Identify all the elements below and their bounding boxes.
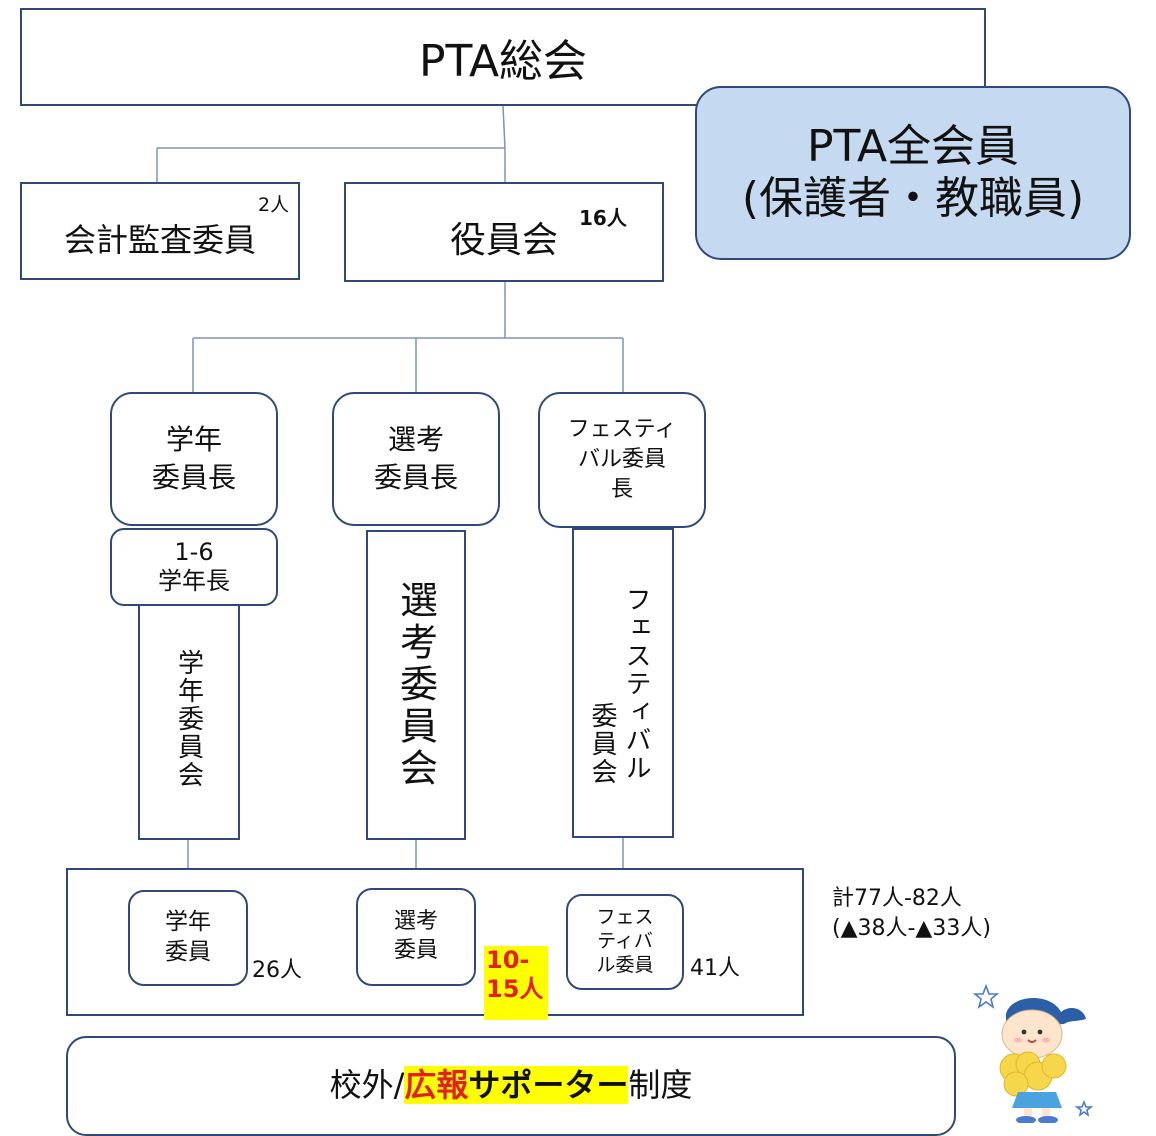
supporter-system-box: 校外/広報サポーター制度 [66,1036,956,1136]
grade-chair-box: 学年 委員長 [110,392,278,526]
grade-members-count: 26人 [252,958,302,983]
selection-chair-line1: 選考 [387,423,444,457]
grade-members-box: 学年 委員 [128,890,248,986]
festival-chair-line1: フェスティ [567,417,677,443]
selection-committee-box: 選考委員会 [366,530,466,840]
grade-chair-line1: 学年 [165,423,222,457]
supporter-pre: 校外/ [329,1066,405,1104]
all-members-line1: PTA全会員 [806,121,1020,173]
star-icon [972,984,1094,1117]
grade-members-line1: 学年 [165,909,211,936]
festival-committee-label-col1: フェスティバル [621,586,651,782]
festival-members-line2: ティバ [597,930,653,953]
all-members-line2: (保護者・教職員) [741,173,1085,224]
audit-committee-count: 2人 [258,194,290,216]
total-count: 計77人-82人 (▲38人-▲33人) [832,884,991,943]
grade-members-line2: 委員 [165,939,211,965]
festival-chair-line3: 長 [610,476,633,502]
audit-committee-box: 会計監査委員 2人 [20,182,300,280]
selection-chair-line2: 委員長 [373,461,458,494]
supporter-highlight-2: サポーター [468,1066,629,1104]
officers-count: 16人 [579,206,627,230]
all-members-box: PTA全会員 (保護者・教職員) [695,86,1131,260]
pta-general-meeting-label: PTA総会 [418,36,588,87]
selection-members-count-line2: 15人 [486,974,544,1003]
grade-leader-line1: 1-6 [174,538,214,567]
supporter-post: 制度 [628,1066,693,1104]
grade-leader-line2: 学年長 [158,567,230,595]
total-count-line1: 計77人-82人 [832,886,962,911]
pompom [999,1051,1067,1097]
festival-committee-box: フェスティバル 委員会 [572,528,674,838]
selection-members-box: 選考 委員 [356,888,476,986]
face [1001,1009,1063,1059]
grade-committee-label: 学年委員会 [173,649,204,789]
selection-members-line2: 委員 [393,938,438,963]
officers-box: 役員会 16人 [344,182,664,282]
selection-committee-label: 選考委員会 [393,580,438,790]
selection-chair-box: 選考 委員長 [332,392,500,526]
festival-chair-line2: バル委員 [577,447,666,473]
members-container [66,868,804,1016]
cheerleader-illustration [972,984,1094,1123]
grade-leader-box: 1-6 学年長 [110,528,278,606]
selection-members-count-line1: 10- [486,946,530,974]
festival-members-box: フェス ティバ ル委員 [566,894,684,990]
supporter-system-label: 校外/広報サポーター制度 [329,1060,693,1106]
grade-committee-box: 学年委員会 [138,598,240,840]
festival-members-line3: ル委員 [596,953,654,976]
audit-committee-label: 会計監査委員 [63,221,256,259]
officers-label: 役員会 [449,220,558,261]
selection-members-line1: 選考 [393,909,438,935]
selection-members-count: 10- 15人 [484,946,548,1020]
festival-committee-label-col2: 委員会 [587,702,617,786]
supporter-highlight-1: 広報 [404,1066,469,1104]
total-count-line2: (▲38人-▲33人) [832,915,991,941]
festival-chair-box: フェスティ バル委員 長 [538,392,706,528]
skirt [1012,1092,1062,1108]
festival-members-count: 41人 [690,956,740,981]
grade-chair-line2: 委員長 [151,461,236,494]
festival-members-line1: フェス [596,906,654,929]
